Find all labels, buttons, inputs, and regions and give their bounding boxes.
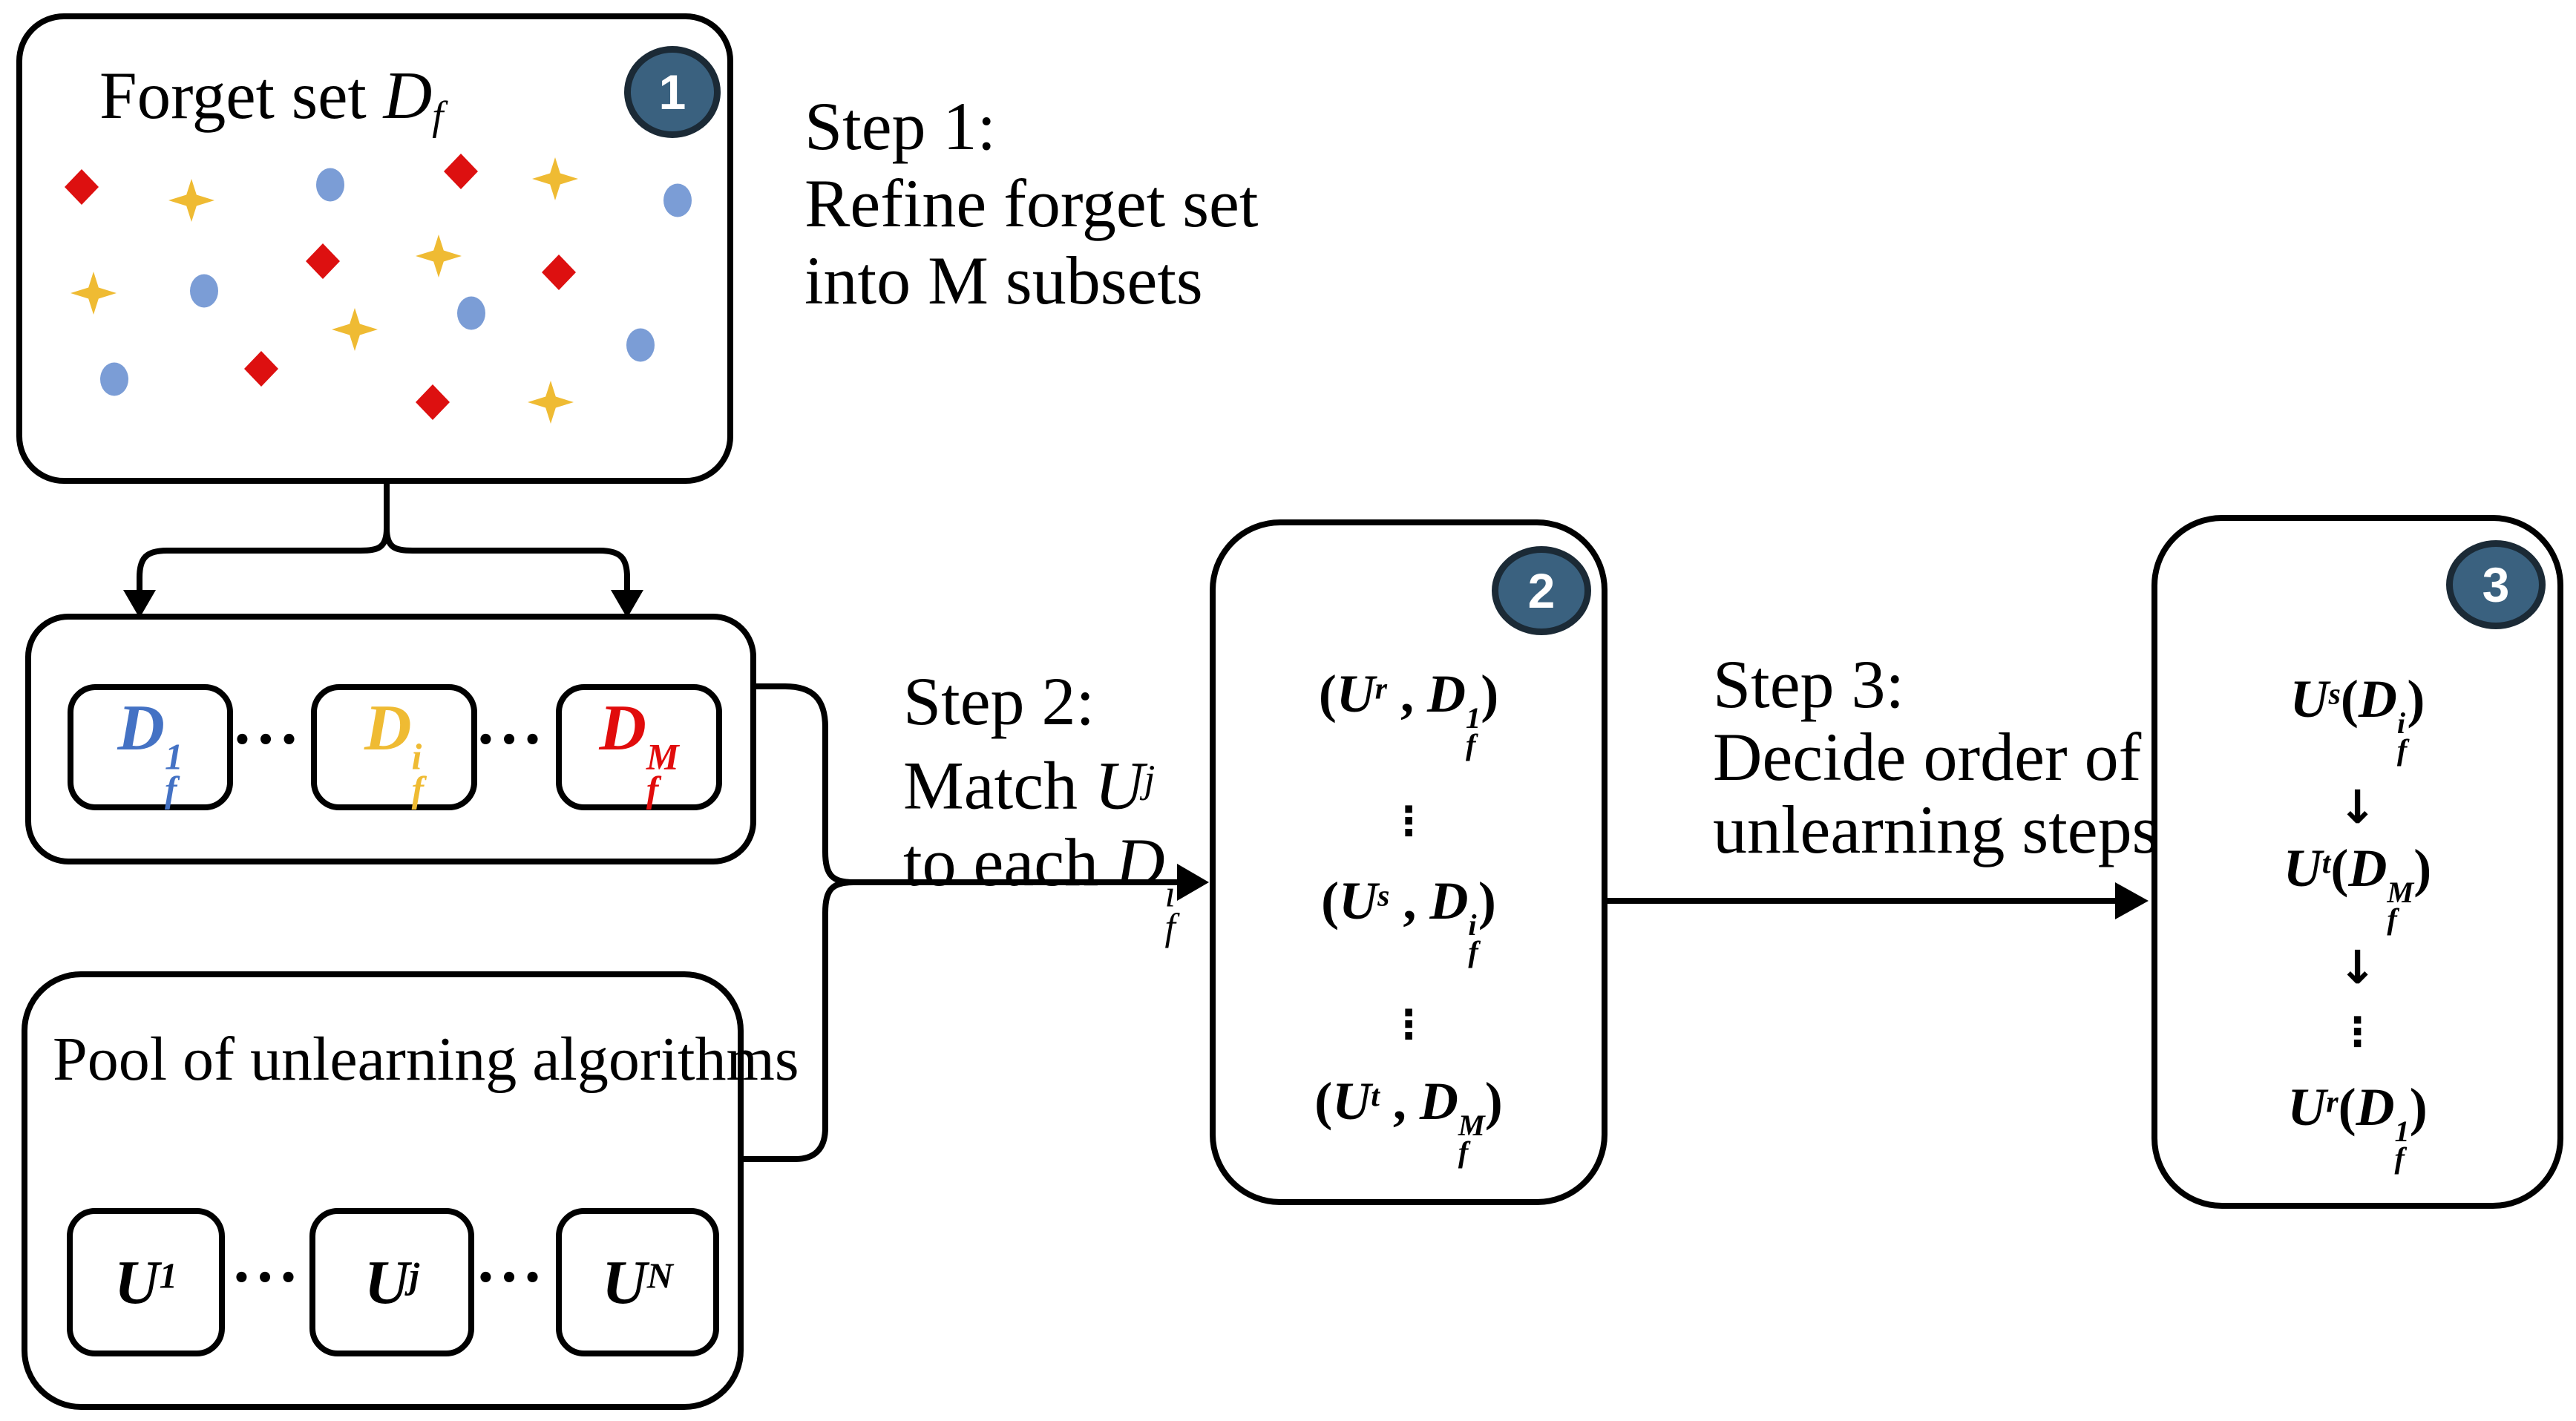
fork-right-arrowhead [611, 590, 643, 618]
blue-dot-marker [457, 296, 485, 330]
blue-dot-marker [626, 328, 655, 362]
pool-label-1: U1 [114, 1247, 178, 1317]
step3-line-2: Decide order of [1713, 719, 2142, 795]
forget-set-title: Forget set Df [99, 58, 444, 139]
fork-stem-right-arrow-line [384, 528, 630, 592]
pool-box: Pool of unlearning algorithms U1 ••• Uj … [22, 971, 799, 1410]
step1-line-3: into M subsets [804, 243, 1203, 318]
subset-ellipsis-2: ••• [476, 723, 547, 758]
step3-line-1: Step 3: [1713, 646, 1905, 722]
pool-box-1: U1 [67, 1208, 225, 1356]
brace-bottom-curve [744, 879, 854, 1162]
pool-box-n: UN [556, 1208, 719, 1356]
pool-label-n: UN [602, 1247, 673, 1317]
step1-line-2: Refine forget set [804, 165, 1259, 241]
step2-line-2: Match Uj [903, 747, 1156, 824]
step3-arrowhead [2115, 882, 2149, 919]
blue-dot-marker [663, 183, 692, 217]
pool-label-j: Uj [364, 1247, 420, 1317]
step1-badge: 1 [624, 46, 721, 138]
pool-box-j: Uj [309, 1208, 474, 1356]
step2-arrowhead [1177, 864, 1209, 901]
fork-left-arrowhead [123, 590, 156, 618]
blue-dot-marker [190, 274, 218, 308]
fork-stem-left-arrow-line [137, 484, 390, 592]
down-arrow-1: ↓ [2338, 780, 2377, 835]
blue-dot-marker [316, 168, 344, 202]
brace-top-curve [753, 683, 854, 885]
vertical-dots-1: ⋮ [1389, 798, 1429, 845]
step3-caption: Step 3: Decide order of unlearning steps [1713, 648, 2158, 866]
pool-title: Pool of unlearning algorithms [53, 1025, 799, 1094]
step3-badge: 3 [2446, 540, 2546, 629]
step1-badge-number: 1 [658, 65, 686, 119]
pool-ellipsis-1: ••• [232, 1261, 303, 1296]
step1-caption: Step 1: Refine forget set into M subsets [804, 88, 1258, 319]
step3-line-3: unlearning steps [1713, 792, 2159, 867]
step3-badge-number: 3 [2482, 557, 2510, 612]
vertical-dots-3: ⋮ [2337, 1008, 2378, 1056]
step2-badge-number: 2 [1527, 563, 1556, 618]
down-arrow-2: ↓ [2338, 940, 2377, 995]
step2-badge: 2 [1492, 546, 1591, 635]
forget-set-box: Forget set Df 1 [16, 13, 733, 484]
subset-ellipsis-1: ••• [232, 723, 304, 758]
step2-line-1: Step 2: [903, 663, 1095, 739]
step1-line-1: Step 1: [804, 88, 997, 164]
vertical-dots-2: ⋮ [1389, 1001, 1429, 1048]
pool-ellipsis-2: ••• [476, 1261, 547, 1296]
blue-dot-marker [100, 362, 128, 396]
